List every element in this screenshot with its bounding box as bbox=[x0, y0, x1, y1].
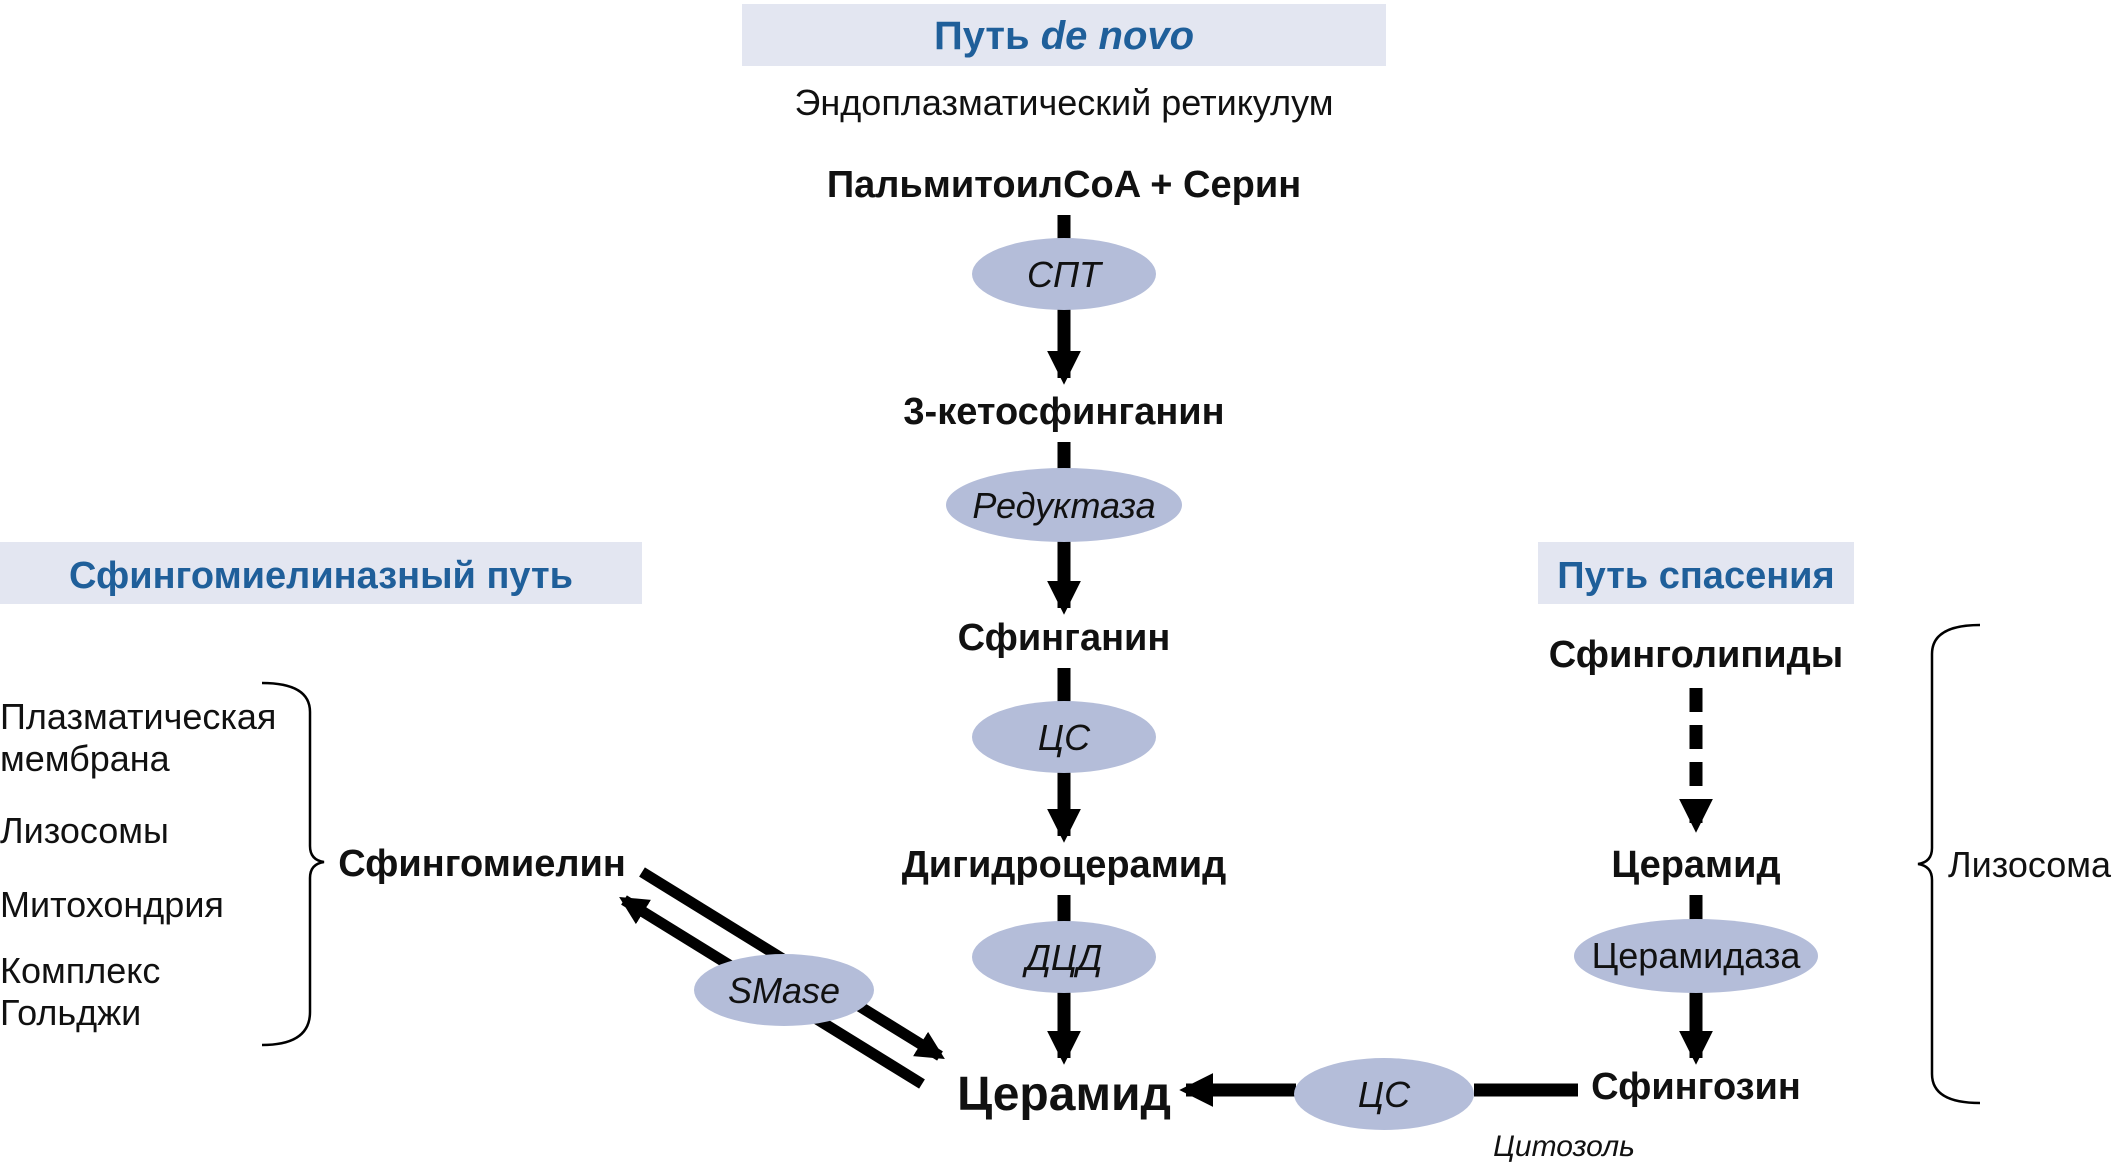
enzyme-cs: ЦС bbox=[1038, 717, 1091, 758]
location-plasma-1: Плазматическая bbox=[0, 696, 276, 737]
sphingolipids: Сфинголипиды bbox=[1549, 634, 1843, 676]
sphinganine: Сфинганин bbox=[958, 617, 1171, 659]
enzyme-dcd: ДЦД bbox=[1022, 937, 1103, 978]
location-lysosomes: Лизосомы bbox=[0, 810, 169, 851]
enzyme-smase: SMase bbox=[728, 970, 840, 1011]
de-novo-header: Путь de novo bbox=[934, 14, 1194, 58]
enzyme-ellipse-spt bbox=[972, 238, 1156, 310]
location-mitochondria: Митохондрия bbox=[0, 884, 224, 925]
enzyme-ellipse-ceramidase bbox=[1574, 919, 1818, 993]
ketosphinganine: 3-кетосфинганин bbox=[903, 391, 1224, 433]
enzyme-ellipse-cs-salvage bbox=[1294, 1058, 1474, 1130]
enzyme-ellipse-cs bbox=[972, 701, 1156, 773]
brace-icon bbox=[1917, 623, 1981, 1105]
enzyme-ellipse-smase bbox=[694, 954, 874, 1026]
palmitoyl-coa-serine: ПальмитоилCoA + Серин bbox=[827, 164, 1301, 206]
enzyme-ceramidase: Церамидаза bbox=[1592, 935, 1802, 976]
location-golgi-2: Гольджи bbox=[0, 992, 141, 1033]
enzyme-ellipse-reductase bbox=[946, 468, 1182, 542]
sphingomyelinase-header-box bbox=[0, 542, 642, 604]
location-golgi-1: Комплекс bbox=[0, 950, 160, 991]
enzyme-cs-salvage: ЦС bbox=[1358, 1074, 1411, 1115]
location-plasma-2: мембрана bbox=[0, 738, 171, 779]
de-novo-header-box bbox=[742, 4, 1386, 66]
ceramide-salvage: Церамид bbox=[1611, 844, 1780, 886]
sphingomyelinase-header: Сфингомиелиназный путь bbox=[69, 555, 573, 597]
enzyme-ellipse-dcd bbox=[972, 921, 1156, 993]
salvage-header: Путь спасения bbox=[1557, 555, 1834, 597]
enzyme-reductase: Редуктаза bbox=[972, 485, 1155, 526]
dihydroceramide: Дигидроцерамид bbox=[902, 844, 1227, 886]
sphingomyelin: Сфингомиелин bbox=[338, 843, 626, 885]
salvage-header-box bbox=[1538, 542, 1854, 604]
sphingosine: Сфингозин bbox=[1591, 1066, 1801, 1108]
er-location-label: Эндоплазматический ретикулум bbox=[795, 82, 1334, 123]
cytosol-label: Цитозоль bbox=[1493, 1130, 1635, 1163]
ceramide-central: Церамид bbox=[957, 1068, 1171, 1121]
brace-icon bbox=[261, 681, 325, 1047]
enzyme-spt: СПТ bbox=[1027, 254, 1104, 295]
lysosome-label: Лизосома bbox=[1948, 844, 2112, 885]
